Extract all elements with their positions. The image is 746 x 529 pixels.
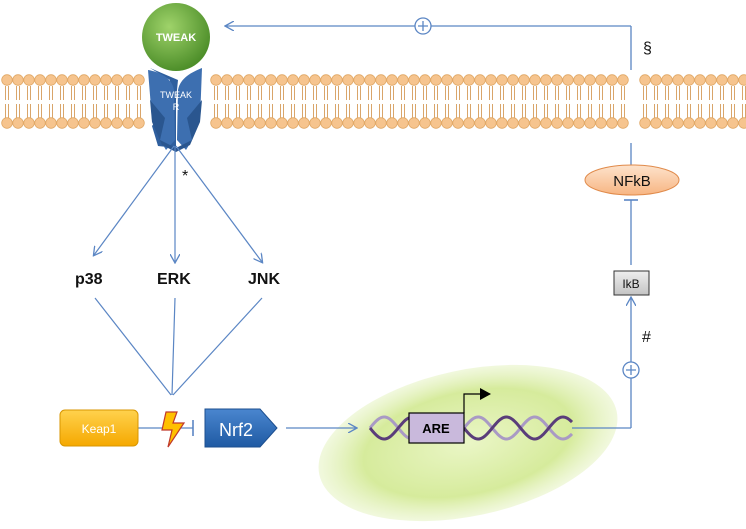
tweak-ligand [142, 3, 210, 71]
cell-membrane [1, 74, 746, 129]
nrf2-shape [204, 408, 278, 448]
jnk-label: JNK [248, 271, 281, 288]
ikb-box [613, 270, 650, 296]
hash-annotation: # [642, 329, 651, 346]
nucleus [318, 364, 618, 522]
asterisk-annotation: * [182, 168, 189, 185]
receptor-kinase-arrows [94, 145, 262, 262]
nrf2-label: Nrf2 [219, 420, 253, 440]
nfkb-label: NFkB [613, 173, 651, 190]
section-annotation: § [643, 40, 652, 57]
keap1-label: Keap1 [82, 422, 117, 436]
transcription-start-arrow [463, 388, 491, 413]
receptor-label-2: R [173, 102, 180, 112]
p38-label: p38 [75, 271, 103, 288]
are-label: ARE [422, 421, 450, 436]
ikb-label: IkB [622, 277, 639, 291]
ikb-inhibition [624, 199, 638, 265]
tweak-label: TWEAK [156, 32, 196, 44]
are-box [408, 412, 465, 444]
tweak-receptor [148, 68, 202, 152]
kinase-convergence-lines [94, 297, 263, 396]
erk-label: ERK [157, 271, 191, 288]
receptor-label-1: TWEAK [160, 90, 192, 100]
dna-helix [368, 415, 574, 441]
are-to-ikb-arrow [572, 298, 640, 429]
lightning-icon [161, 411, 186, 448]
feedback-arrow [226, 17, 632, 168]
nfkb-ellipse [584, 164, 680, 196]
keap1-box [59, 409, 139, 447]
